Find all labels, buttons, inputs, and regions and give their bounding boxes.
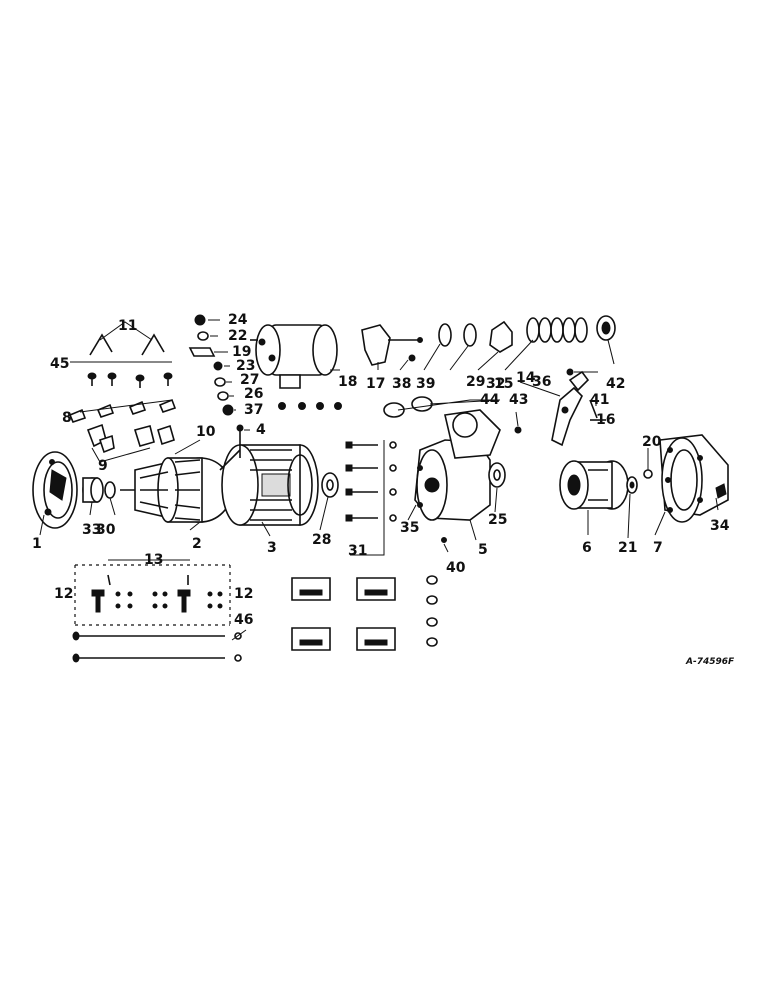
nose-housing <box>659 434 729 523</box>
part-label-30: 30 <box>96 522 116 538</box>
part-label-11: 11 <box>118 318 137 334</box>
part-label-42: 42 <box>606 376 625 392</box>
drive-assembly <box>559 460 629 510</box>
brush-plate-bracket <box>74 564 231 626</box>
plunger-spring <box>526 317 588 343</box>
part-label-14: 14 <box>516 370 536 386</box>
part-label-28: 28 <box>312 532 331 548</box>
snap-ring-20 <box>643 469 653 479</box>
part-label-4: 4 <box>256 422 266 438</box>
part-label-34: 34 <box>710 518 730 534</box>
part-label-15: 15 <box>494 376 513 392</box>
plunger <box>361 324 423 366</box>
pin-40 <box>441 537 447 543</box>
armature <box>120 457 238 523</box>
part-label-36: 36 <box>532 374 551 390</box>
field-terminal-stud <box>219 424 244 471</box>
pin-41 <box>589 399 598 419</box>
part-label-12: 12 <box>54 586 73 602</box>
leader-lines <box>39 319 719 641</box>
part-label-44: 44 <box>480 392 500 408</box>
part-label-2: 2 <box>192 536 202 552</box>
part-label-27: 27 <box>240 372 259 388</box>
through-bolts <box>345 441 397 522</box>
washer-28 <box>321 472 339 498</box>
shift-lever <box>551 370 590 447</box>
part-label-45: 45 <box>50 356 69 372</box>
part-label-29: 29 <box>466 374 485 390</box>
part-label-9: 9 <box>98 458 108 474</box>
part-label-39: 39 <box>416 376 435 392</box>
drawing-code: A-74596F <box>685 657 735 667</box>
part-label-6: 6 <box>582 540 592 556</box>
part-label-5: 5 <box>478 542 488 558</box>
part-label-32: 32 <box>486 376 505 392</box>
part-label-3: 3 <box>267 540 277 556</box>
part-label-37: 37 <box>244 402 263 418</box>
part-label-1: 1 <box>32 536 42 552</box>
part-label-19: 19 <box>232 344 251 360</box>
screw-38 <box>408 354 416 362</box>
part-label-35: 35 <box>400 520 419 536</box>
part-label-18: 18 <box>338 374 357 390</box>
pole-shoes <box>291 577 396 651</box>
part-label-24: 24 <box>228 312 248 328</box>
plunger-cap <box>596 315 616 341</box>
part-label-33: 33 <box>82 522 101 538</box>
part-label-20: 20 <box>642 434 662 450</box>
brush-holders <box>86 423 175 454</box>
plunger-washers <box>438 323 477 347</box>
part-label-38: 38 <box>392 376 411 392</box>
small-screws-row <box>278 402 342 410</box>
part-label-12: 12 <box>234 586 253 602</box>
part-label-26: 26 <box>244 386 263 402</box>
part-label-46: 46 <box>234 612 253 628</box>
part-label-41: 41 <box>590 392 609 408</box>
part-label-25: 25 <box>488 512 507 528</box>
bushing <box>82 477 104 503</box>
pole-shoe-screws <box>426 575 438 647</box>
terminal-hardware <box>188 314 234 416</box>
part-label-21: 21 <box>618 540 637 556</box>
part-label-40: 40 <box>446 560 466 576</box>
part-label-31: 31 <box>348 543 367 559</box>
pin-36 <box>566 368 574 376</box>
retaining-rings <box>383 396 433 418</box>
part-label-16: 16 <box>596 412 615 428</box>
part-label-22: 22 <box>228 328 247 344</box>
solenoid <box>250 324 338 389</box>
part-label-8: 8 <box>62 410 72 426</box>
part-label-43: 43 <box>509 392 528 408</box>
part-label-13: 13 <box>144 552 163 568</box>
drive-housing <box>414 409 501 521</box>
tie-rods <box>72 631 242 663</box>
plunger-boot <box>489 320 513 353</box>
part-label-7: 7 <box>653 540 663 556</box>
part-label-10: 10 <box>196 424 216 440</box>
washer-21 <box>626 476 638 494</box>
brush-springs <box>89 333 165 356</box>
commutator-end-plate <box>32 451 78 529</box>
screws-45 <box>87 372 173 388</box>
part-label-17: 17 <box>366 376 385 392</box>
washer-25 <box>488 462 506 488</box>
part-label-23: 23 <box>236 358 255 374</box>
field-frame <box>221 444 319 526</box>
pin-43 <box>514 426 522 434</box>
thrust-washer <box>104 481 116 499</box>
